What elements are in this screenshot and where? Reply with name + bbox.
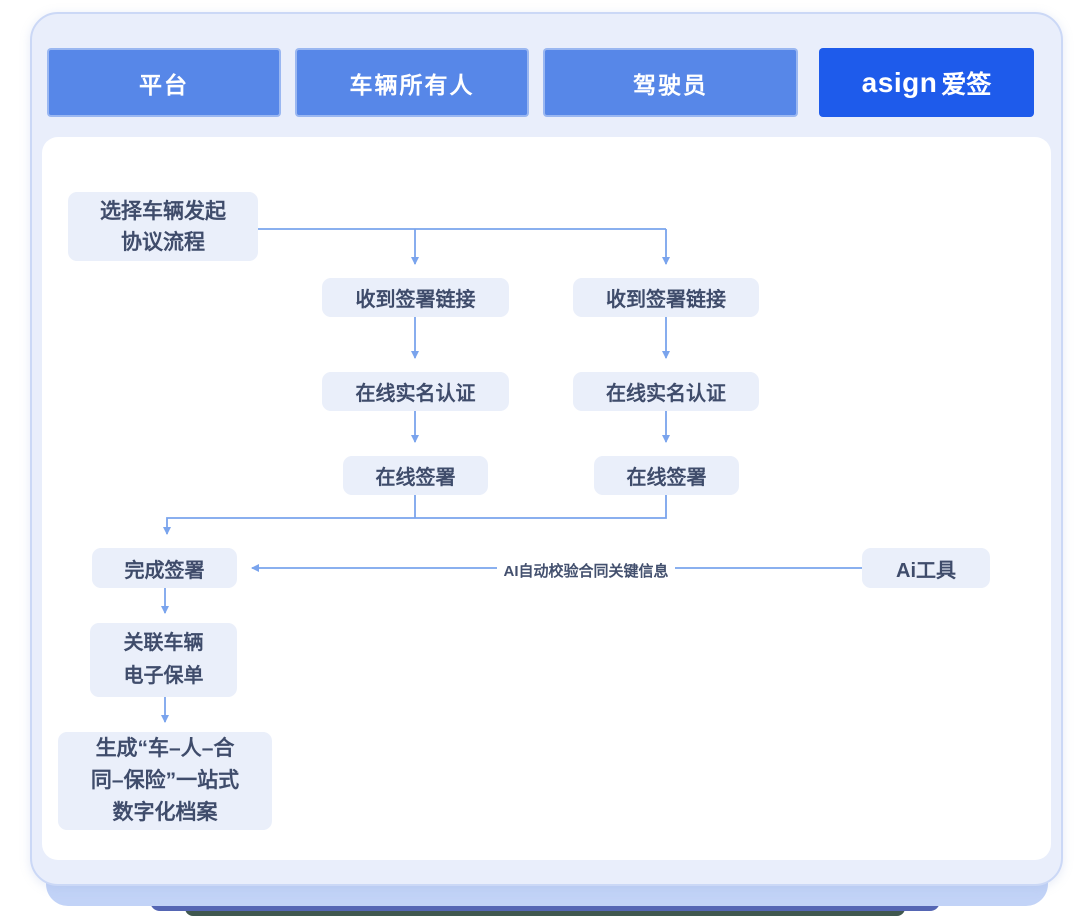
flow-node-receive-link-owner: 收到签署链接 [322,278,509,317]
brand-logo-badge: asign 爱签 [819,48,1034,117]
lane-header-vehicle-owner-label: 车辆所有人 [349,71,475,98]
flow-node-link-policy: 关联车辆 电子保单 [90,623,237,697]
brand-logo-cjk: 爱签 [941,70,992,99]
lane-header-row: 平台 车辆所有人 驾驶员 asign 爱签 [47,48,1034,117]
flow-node-generate-archive: 生成“车–人–合 同–保险”一站式 数字化档案 [58,732,272,830]
flow-node-realname-driver: 在线实名认证 [573,372,759,411]
flow-node-receive-link-driver: 收到签署链接 [573,278,759,317]
lane-header-platform-label: 平台 [139,71,189,98]
flow-node-finish-sign: 完成签署 [92,548,237,588]
lane-header-vehicle-owner: 车辆所有人 [295,48,529,117]
brand-logo-latin: asign [861,66,938,98]
lane-header-driver: 驾驶员 [543,48,798,117]
lane-header-driver-label: 驾驶员 [633,71,708,98]
lane-header-platform: 平台 [47,48,281,117]
flow-node-select-vehicle: 选择车辆发起 协议流程 [68,192,258,261]
ai-verify-annotation: AI自动校验合同关键信息 [497,558,675,583]
flow-node-ai-tool: Ai工具 [862,548,990,588]
flow-node-sign-online-driver: 在线签署 [594,456,739,495]
flow-node-sign-online-owner: 在线签署 [343,456,488,495]
flow-node-realname-owner: 在线实名认证 [322,372,509,411]
